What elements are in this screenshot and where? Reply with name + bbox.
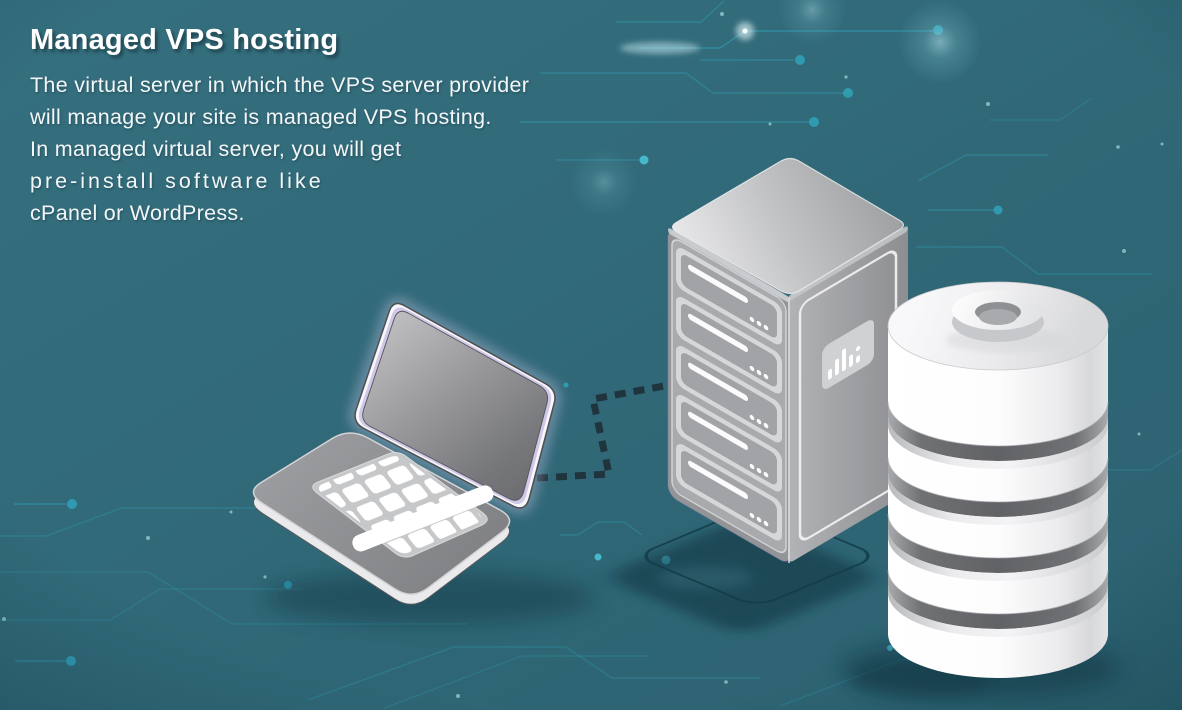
server-rack-illustration (667, 157, 908, 563)
server-slot (676, 248, 782, 345)
server-side-bevel (788, 226, 908, 301)
laptop-illustration (252, 299, 560, 605)
laptop-keyboard-keys (318, 456, 482, 554)
laptop-screen (362, 310, 549, 501)
server-front-bevel (668, 228, 790, 303)
server-indicator-panel (822, 320, 874, 389)
database-groove (887, 513, 1109, 581)
description-line-4: pre-install software like (30, 169, 324, 193)
server-top-face (671, 157, 905, 295)
database-groove (887, 457, 1109, 525)
server-slot (676, 297, 782, 394)
database-spindle-ring (952, 290, 1044, 342)
description-line-5: cPanel or WordPress. (30, 201, 245, 225)
laptop-shadow (265, 572, 595, 624)
database-groove (887, 401, 1109, 469)
description-line-3: In managed virtual server, you will get (30, 137, 402, 161)
server-front-face (667, 228, 791, 562)
description-line-2: will manage your site is managed VPS hos… (30, 105, 492, 129)
laptop-spacebar-key (352, 485, 494, 552)
server-slot (676, 444, 782, 541)
intro-text-block: Managed VPS hosting The virtual server i… (30, 24, 650, 229)
server-slot (676, 346, 782, 443)
database-groove (887, 569, 1109, 637)
database-stack-illustration (887, 281, 1109, 678)
description-line-1: The virtual server in which the VPS serv… (30, 73, 530, 97)
page-title: Managed VPS hosting (30, 24, 339, 56)
server-slot (676, 395, 782, 492)
page-description: The virtual server in which the VPS serv… (30, 69, 650, 229)
